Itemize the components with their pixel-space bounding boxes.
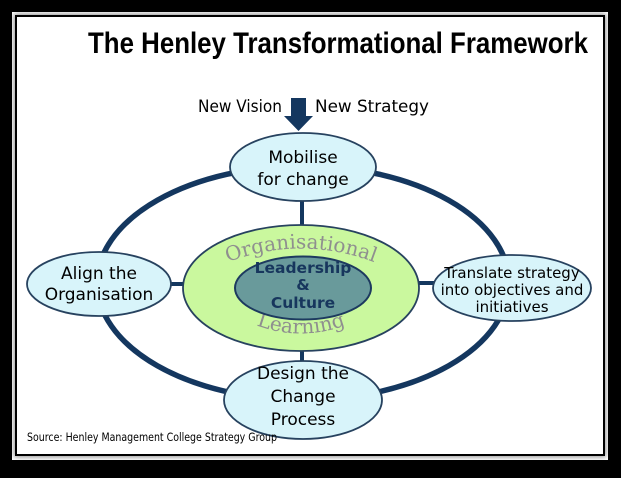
- node-mobilise-line2: for change: [257, 170, 348, 190]
- node-translate-ellipse: [432, 254, 592, 322]
- node-align-line1: Align the: [61, 264, 137, 284]
- inner-label-line3: Culture: [271, 294, 335, 312]
- new-vision-label: New Vision: [198, 97, 282, 117]
- down-arrow-icon: [284, 98, 313, 131]
- node-translate-line1: Translate strategy: [443, 264, 580, 282]
- node-design: Design the Change Process: [223, 360, 383, 440]
- node-design-line1: Design the: [257, 364, 349, 384]
- node-design-line3: Process: [271, 410, 336, 430]
- node-mobilise-line1: Mobilise: [268, 148, 337, 168]
- node-mobilise-ellipse: [229, 132, 377, 202]
- node-design-ellipse: [223, 360, 383, 440]
- inner-label-line1: Leadership: [255, 259, 352, 277]
- page-title: The Henley Transformational Framework: [88, 27, 588, 60]
- node-align-line2: Organisation: [45, 285, 154, 305]
- node-design-line2: Change: [270, 387, 335, 407]
- node-translate: Translate strategy into objectives and i…: [432, 254, 592, 322]
- source-note: Source: Henley Management College Strate…: [27, 430, 277, 444]
- node-translate-line3: initiatives: [475, 298, 548, 316]
- node-align: Align the Organisation: [26, 251, 172, 317]
- node-translate-line2: into objectives and: [441, 281, 584, 299]
- node-mobilise: Mobilise for change: [229, 132, 377, 202]
- inner-label-line2: &: [296, 276, 310, 294]
- leadership-culture-ellipse: [234, 255, 372, 321]
- new-strategy-label: New Strategy: [315, 97, 429, 117]
- node-align-ellipse: [26, 251, 172, 317]
